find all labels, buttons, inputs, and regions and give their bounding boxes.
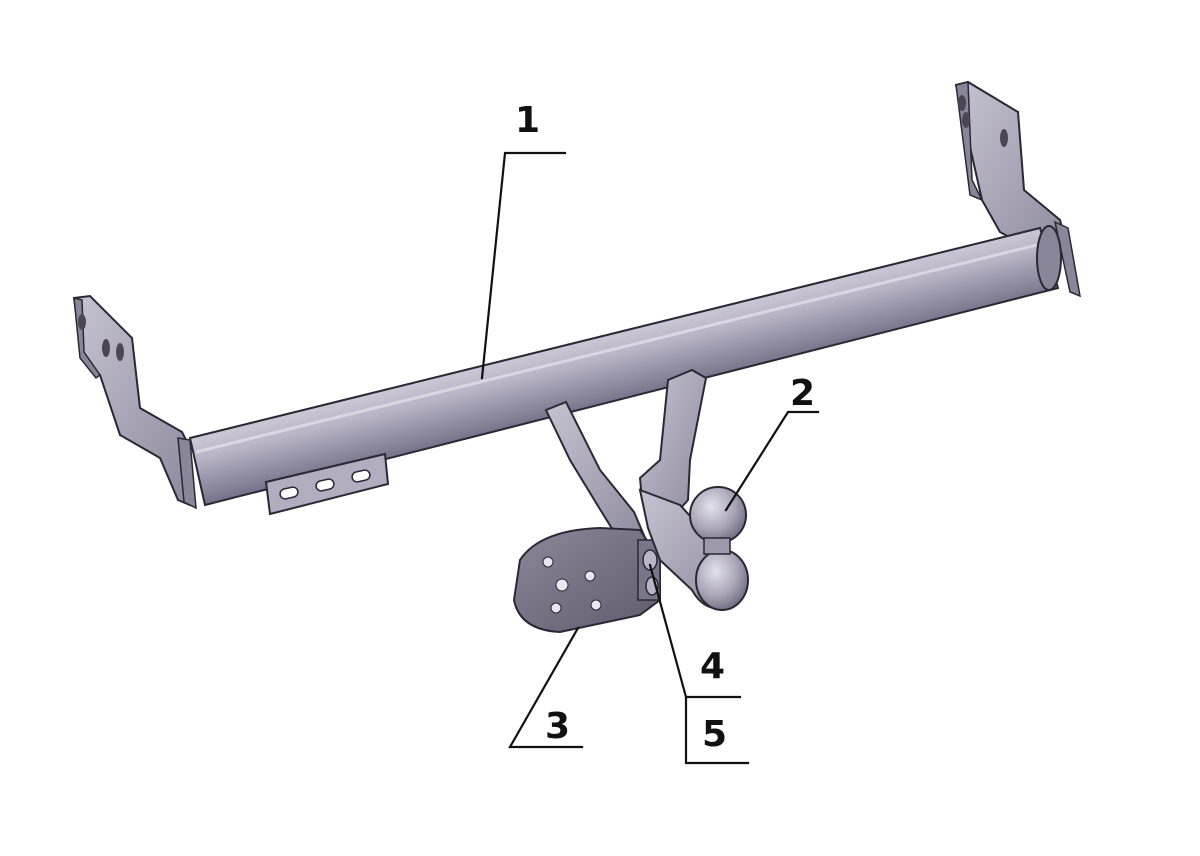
leader-2 — [724, 410, 820, 512]
callout-label-1: 1 — [515, 100, 540, 141]
leader-lines — [480, 151, 820, 765]
callout-labels: 1 2 3 4 5 — [515, 100, 815, 755]
callout-label-5: 5 — [702, 714, 727, 755]
left-mounting-bracket — [72, 294, 197, 510]
slotted-mount-plate — [264, 452, 390, 516]
leader-1 — [480, 151, 567, 380]
leader-3 — [508, 626, 584, 749]
left-drop-arm — [544, 400, 648, 550]
callout-label-3: 3 — [545, 706, 570, 747]
callout-label-2: 2 — [790, 373, 815, 414]
callout-label-4: 4 — [700, 646, 725, 687]
right-mounting-bracket — [954, 80, 1081, 298]
main-crossbar — [188, 225, 1062, 507]
leader-5 — [684, 695, 750, 765]
